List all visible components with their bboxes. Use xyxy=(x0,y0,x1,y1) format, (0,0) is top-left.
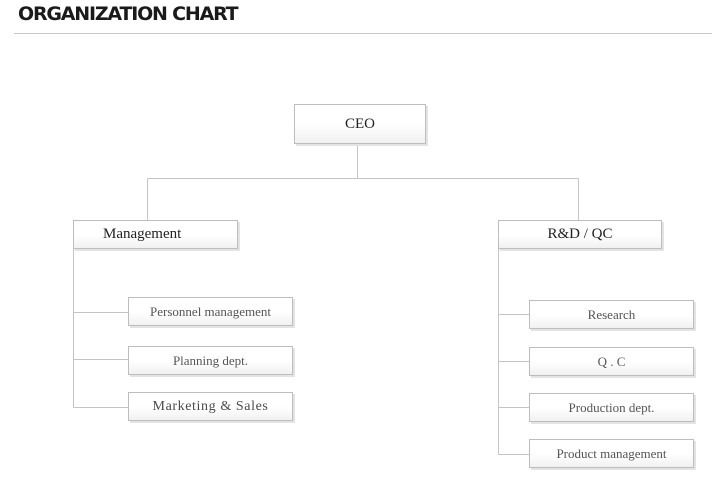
unit-marketing-sales: Marketing & Sales xyxy=(128,392,293,421)
unit-qc: Q . C xyxy=(529,347,694,376)
title-divider xyxy=(14,33,712,34)
connector-management-units xyxy=(73,249,128,408)
unit-planning-dept: Planning dept. xyxy=(128,346,293,375)
department-management: Management xyxy=(73,220,238,249)
unit-production-dept: Production dept. xyxy=(529,393,694,422)
ceo-box: CEO xyxy=(294,104,426,144)
unit-personnel-management: Personnel management xyxy=(128,297,293,326)
connector-rnd-units xyxy=(498,249,529,455)
connector-ceo-to-departments xyxy=(147,144,579,220)
page-title: ORGANIZATION CHART xyxy=(18,3,239,25)
unit-product-management: Product management xyxy=(529,439,694,468)
unit-research: Research xyxy=(529,300,694,329)
department-rnd-qc: R&D / QC xyxy=(498,220,662,249)
